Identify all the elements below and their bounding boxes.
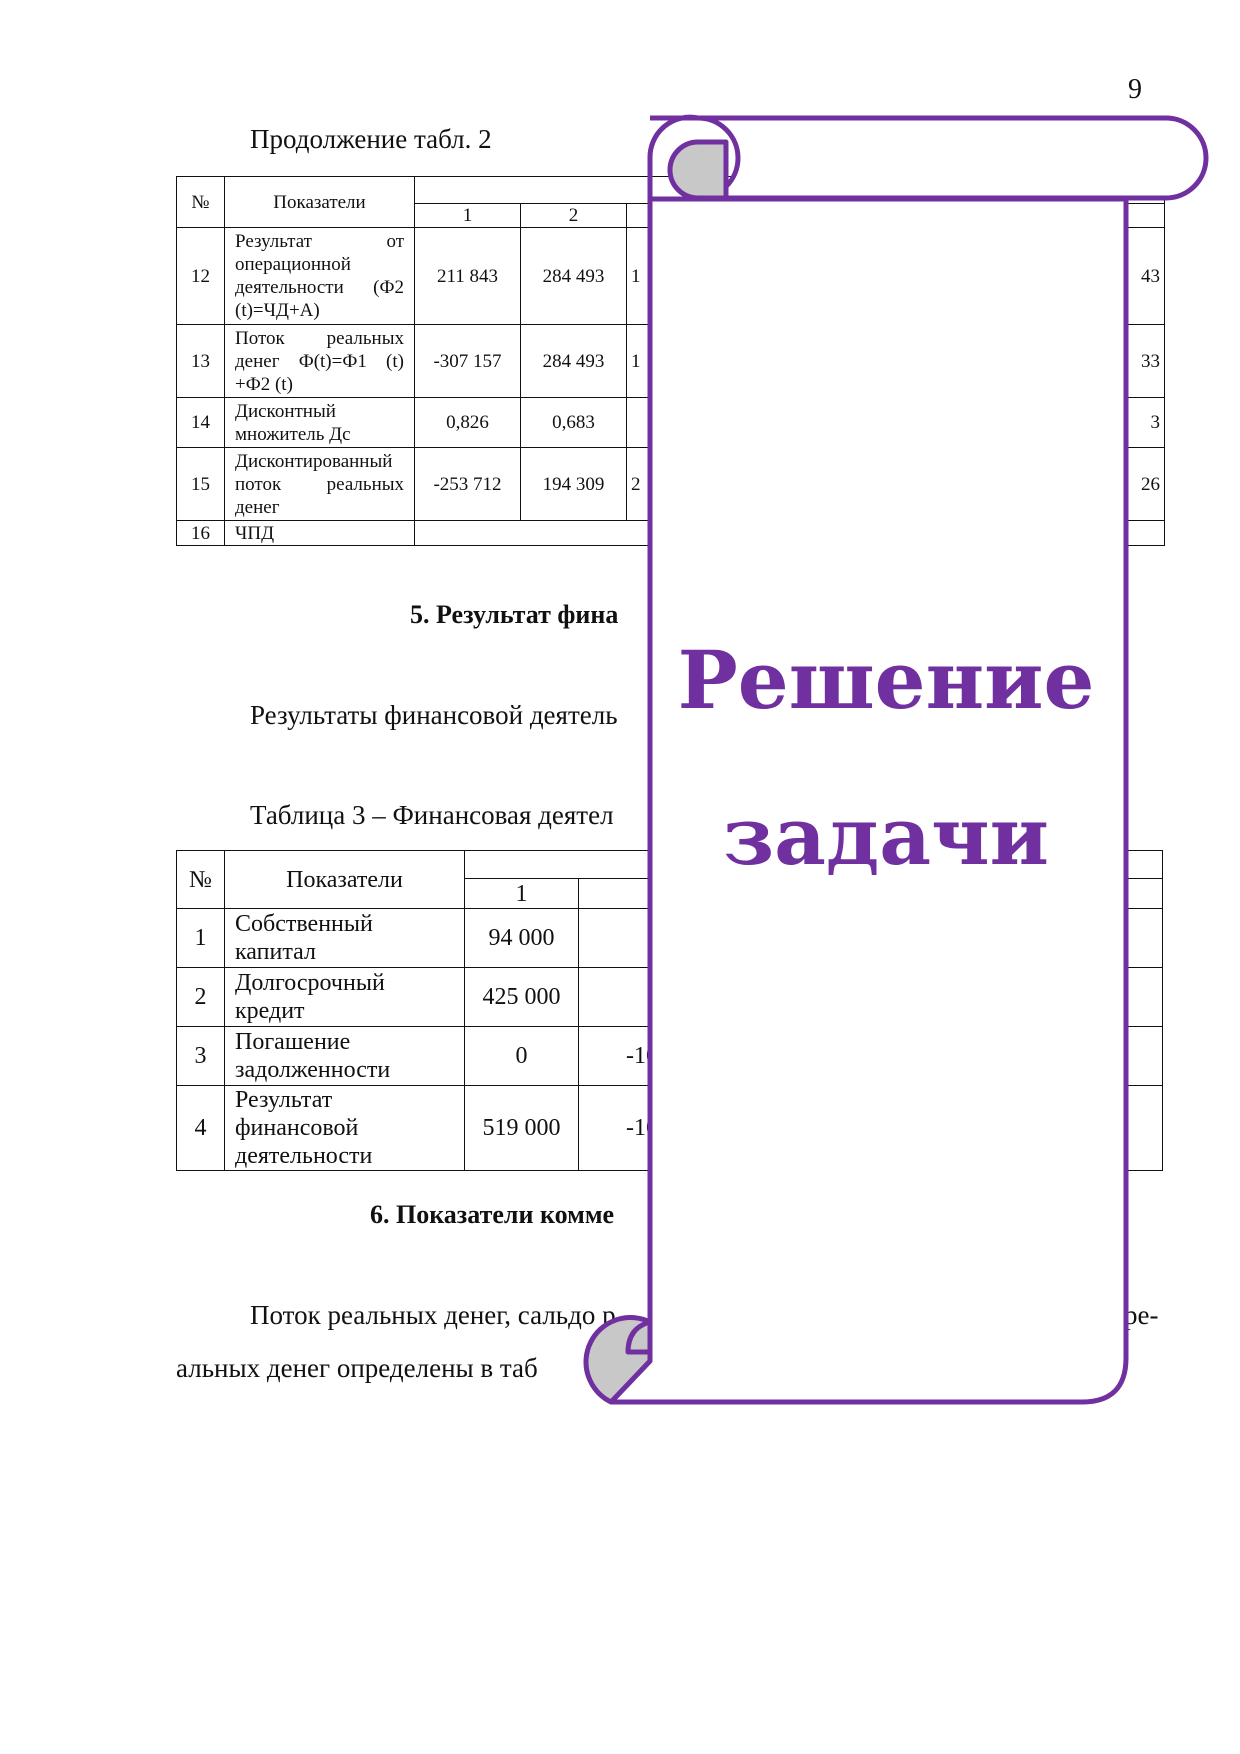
scroll-top-roll: [650, 115, 1209, 201]
row-num: 14: [176, 397, 225, 448]
scroll-top-edge: [647, 114, 699, 199]
row-value: -253 712: [414, 447, 521, 521]
row-value: 0,826: [414, 397, 521, 448]
section5-heading: 5. Результат фина: [410, 600, 619, 629]
row-value: 425 000: [464, 967, 579, 1027]
scroll-bottom-edge: [625, 1319, 651, 1355]
row-value: -307 157: [414, 324, 521, 398]
row-num: 16: [176, 520, 225, 546]
row-label: ЧПД: [224, 520, 415, 546]
row-num: 13: [176, 324, 225, 398]
table3-header-num: №: [176, 850, 225, 909]
scroll-title-line1: Решение: [677, 633, 1095, 727]
table3-header-period: 1: [464, 878, 579, 909]
row-value: 284 493: [520, 324, 627, 398]
table3-caption: Таблица 3 – Финансовая деятел: [250, 800, 614, 830]
row-value: 211 843: [414, 227, 521, 325]
row-num: 1: [176, 908, 225, 968]
row-num: 15: [176, 447, 225, 521]
row-value: 284 493: [520, 227, 627, 325]
row-label: Результат финансовой деятельности: [224, 1085, 465, 1171]
row-label: Дисконтный множитель Дс: [224, 397, 415, 448]
row-label: Погашение задолженности: [224, 1026, 465, 1086]
row-num: 2: [176, 967, 225, 1027]
scroll-top-curl: [667, 139, 729, 201]
scroll-title-line2: задачи: [723, 789, 1049, 883]
row-num: 4: [176, 1085, 225, 1171]
row-value: 0,683: [520, 397, 627, 448]
row-label: Долгосрочный кредит: [224, 967, 465, 1027]
row-num: 3: [176, 1026, 225, 1086]
table2-header-num: №: [176, 176, 225, 228]
table2-header-indicator: Показатели: [224, 176, 415, 228]
section6-line1-end: ре-: [1124, 1300, 1159, 1330]
section5-paragraph: Результаты финансовой деятель: [250, 700, 618, 730]
section6-heading: 6. Показатели комме: [370, 1200, 615, 1229]
row-label: Собственный капитал: [224, 908, 465, 968]
row-label: Результат от операционной деятельности (…: [224, 227, 415, 325]
table2-header-period: 1: [414, 203, 521, 228]
row-num: 12: [176, 227, 225, 325]
table2-caption: Продолжение табл. 2: [250, 124, 492, 154]
page-number: 9: [1128, 74, 1142, 105]
row-value: 94 000: [464, 908, 579, 968]
table3-header-indicator: Показатели: [224, 850, 465, 909]
row-value: 0: [464, 1026, 579, 1086]
section6-line1-start: Поток реальных денег, сальдо р: [250, 1300, 616, 1330]
row-value: 519 000: [464, 1085, 579, 1171]
section6-line2-start: альных денег определены в таб: [176, 1353, 538, 1383]
table2-header-period: 2: [520, 203, 627, 228]
row-label: Поток реальных денег Ф(t)=Ф1 (t) +Ф2 (t): [224, 324, 415, 398]
row-value: 194 309: [520, 447, 627, 521]
row-label: Дисконтированный поток реальных денег: [224, 447, 415, 521]
scroll-bottom-curl: [583, 1315, 653, 1405]
